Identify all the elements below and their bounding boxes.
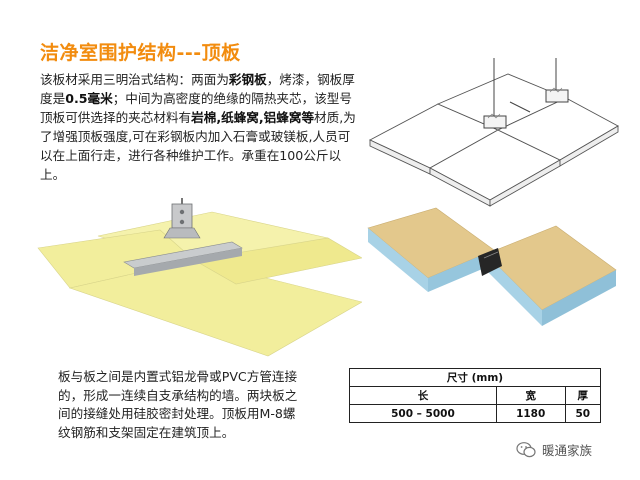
page-title: 洁净室围护结构---顶板 — [40, 42, 241, 64]
intro-text-4: 材质,为了增强顶板强度,可在彩钢板内加入石膏或玻镁板,人员可以在上面行走，进行各… — [40, 110, 356, 182]
wechat-icon — [516, 441, 536, 457]
cell-thickness: 50 — [564, 404, 601, 423]
table-caption-row: 尺寸 (mm) — [349, 368, 601, 387]
intro-text-3: ；中间为高密度的绝缘的隔热夹芯，该型号顶板可供选择的夹芯材料有 — [40, 91, 352, 125]
header-width: 宽 — [495, 386, 566, 405]
cell-length: 500 – 5000 — [349, 404, 497, 423]
header-length: 长 — [349, 386, 497, 405]
connection-note: 板与板之间是内置式铝龙骨或PVC方管连接的，形成一连续自支承结构的墙。两块板之间… — [58, 369, 298, 440]
intro-bold-1: 彩钢板 — [228, 72, 267, 87]
watermark-text: 暖通家族 — [542, 443, 593, 458]
header-thickness: 厚 — [564, 386, 601, 405]
table-header-row: 长 宽 厚 — [349, 386, 601, 405]
ceiling-grid-line-drawing — [368, 58, 619, 207]
table-caption: 尺寸 (mm) — [349, 368, 601, 387]
intro-bold-3: 岩棉,纸蜂窝,铝蜂窝等 — [191, 110, 315, 125]
cell-width: 1180 — [495, 404, 566, 423]
table-row: 500 – 5000 1180 50 — [349, 404, 601, 423]
sandwich-panel-illustration — [367, 207, 617, 326]
intro-paragraph: 该板材采用三明治式结构：两面为彩钢板，烤漆，钢板厚度是0.5毫米；中间为高密度的… — [40, 70, 362, 184]
panel-joint-illustration — [37, 198, 362, 357]
intro-text-1: 该板材采用三明治式结构：两面为 — [40, 72, 229, 87]
size-table: 尺寸 (mm) 长 宽 厚 500 – 5000 1180 50 — [349, 368, 601, 423]
watermark: 暖通家族 — [516, 440, 592, 459]
intro-text-2: ，烤漆，钢板厚度是 — [40, 72, 355, 106]
intro-bold-2: 0.5毫米 — [65, 91, 113, 106]
